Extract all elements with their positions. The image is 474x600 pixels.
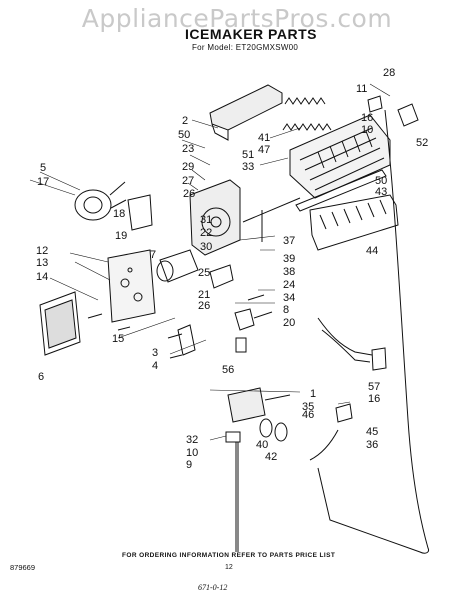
callout-label: 7 xyxy=(150,249,156,261)
model-number: For Model: ET20GMXSW00 xyxy=(192,43,299,52)
callout-label: 45 xyxy=(366,426,378,438)
water-valve xyxy=(227,387,266,423)
callout-label: 8 xyxy=(283,304,289,316)
ice-stripper xyxy=(309,194,399,251)
callout-label: 22 xyxy=(200,227,212,239)
callout-label: 41 xyxy=(258,132,270,144)
callout-label: 47 xyxy=(258,144,270,156)
heater-coil xyxy=(282,123,332,131)
page-number: 12 xyxy=(225,564,233,571)
callout-label: 33 xyxy=(242,161,254,173)
callout-label: 15 xyxy=(112,333,124,345)
callout-label: 13 xyxy=(36,257,48,269)
callout-label: 6 xyxy=(38,371,44,383)
callout-label: 43 xyxy=(375,186,387,198)
thermostat xyxy=(74,189,112,221)
callout-label: 50 xyxy=(178,129,190,141)
callout-label: 56 xyxy=(222,364,234,376)
callout-label: 27 xyxy=(182,175,194,187)
callout-label: 44 xyxy=(366,245,378,257)
callout-label: 50 xyxy=(375,175,387,187)
callout-label: 38 xyxy=(283,266,295,278)
wiring-harness xyxy=(317,317,373,363)
callout-label: 21 xyxy=(198,289,210,301)
callout-label: 16 xyxy=(368,393,380,405)
callout-label: 23 xyxy=(182,143,194,155)
document-number: 879669 xyxy=(10,563,36,572)
ordering-note: FOR ORDERING INFORMATION REFER TO PARTS … xyxy=(122,552,336,559)
callout-label: 35 xyxy=(302,401,314,413)
callout-label: 10 xyxy=(186,447,198,459)
callout-label: 29 xyxy=(182,161,194,173)
callout-label: 26 xyxy=(183,188,195,200)
callout-label: 10 xyxy=(361,124,373,136)
callout-label: 26 xyxy=(198,300,210,312)
callout-label: 1 xyxy=(310,388,316,400)
callout-label: 30 xyxy=(200,241,212,253)
callout-label: 32 xyxy=(186,434,198,446)
callout-label: 17 xyxy=(37,176,49,188)
callout-label: 39 xyxy=(283,253,295,265)
callout-label: 20 xyxy=(283,317,295,329)
callout-label: 2 xyxy=(182,115,188,127)
callout-label: 16 xyxy=(361,112,373,124)
callout-label: 57 xyxy=(368,381,380,393)
handwritten-note: 671-0-12 xyxy=(198,583,228,592)
callout-label: 3 xyxy=(152,347,158,359)
callout-label: 24 xyxy=(283,279,295,291)
callout-label: 34 xyxy=(283,292,295,304)
callout-labels: 28 11 2 50 23 29 27 26 5 17 18 19 31 22 … xyxy=(36,67,428,471)
callout-label: 52 xyxy=(416,137,428,149)
callout-label: 9 xyxy=(186,459,192,471)
callout-label: 18 xyxy=(113,208,125,220)
callout-label: 42 xyxy=(265,451,277,463)
callout-label: 5 xyxy=(40,162,46,174)
page-title: ICEMAKER PARTS xyxy=(185,26,317,42)
callout-label: 12 xyxy=(36,245,48,257)
callout-label: 14 xyxy=(36,271,48,283)
callout-label: 19 xyxy=(115,230,127,242)
callout-label: 4 xyxy=(152,360,158,372)
fill-tube xyxy=(317,109,429,554)
callout-label: 46 xyxy=(302,409,314,421)
callout-label: 40 xyxy=(256,439,268,451)
mounting-bracket xyxy=(209,84,283,131)
mounting-plate xyxy=(107,249,156,323)
callout-label: 28 xyxy=(383,67,395,79)
watermark: AppliancePartsPros.com xyxy=(81,4,393,33)
callout-label: 11 xyxy=(356,83,367,95)
callout-label: 25 xyxy=(198,267,210,279)
callout-label: 51 xyxy=(242,149,254,161)
callout-label: 31 xyxy=(200,214,212,226)
callout-label: 36 xyxy=(366,439,378,451)
callout-label: 37 xyxy=(283,235,295,247)
